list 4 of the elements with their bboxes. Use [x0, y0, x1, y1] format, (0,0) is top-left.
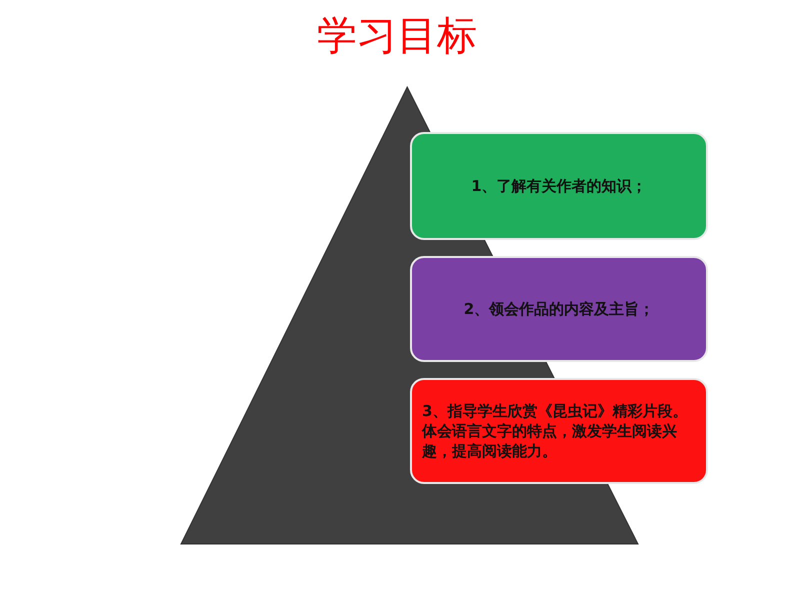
- title: 学习目标: [316, 12, 478, 61]
- goal-box: 1、了解有关作者的知识；: [410, 132, 708, 240]
- goal-box: 3、指导学生欣赏《昆虫记》精彩片段。体会语言文字的特点，激发学生阅读兴趣，提高阅读能力。: [410, 378, 708, 484]
- goal-box: 2、领会作品的内容及主旨；: [410, 256, 708, 362]
